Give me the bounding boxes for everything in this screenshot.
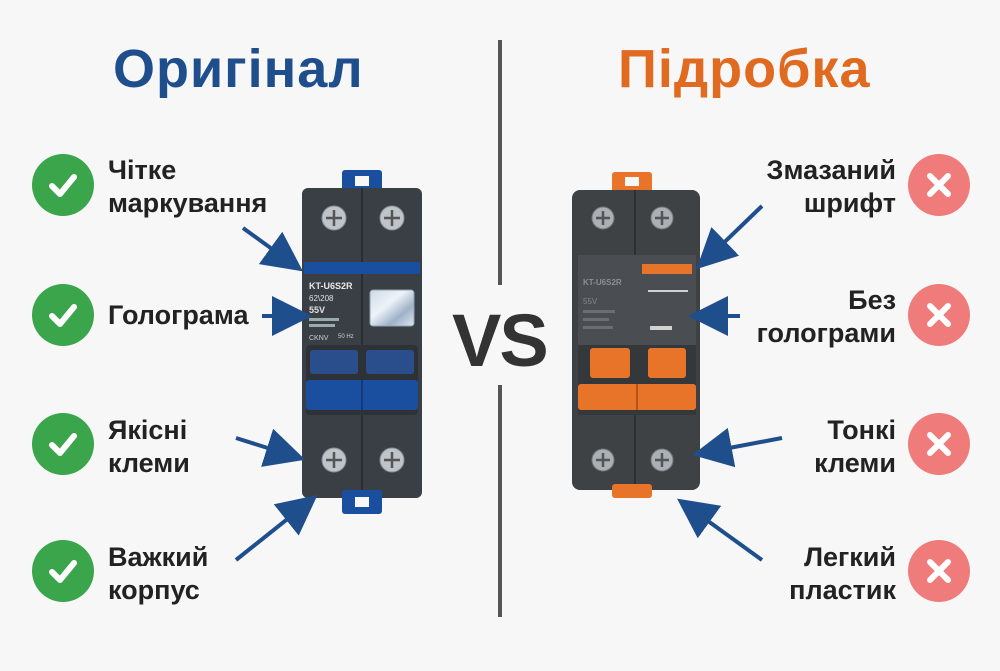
toggle-top (366, 350, 414, 374)
feature-smeared-font: Змазаний шрифт (767, 154, 896, 220)
model-text: KT-U6S2R (309, 281, 353, 291)
screw-slot (655, 453, 669, 467)
screw-slot (384, 210, 400, 226)
feature-line: пластик (789, 575, 896, 605)
smeared-spec-text: 55V (583, 297, 598, 306)
vs-label: VS (452, 299, 549, 382)
clip-hole (355, 176, 369, 186)
check-icon (32, 154, 94, 216)
feature-line: Важкий (108, 542, 209, 572)
check-icon (32, 284, 94, 346)
spec-line (309, 318, 339, 321)
feature-light-plastic: Легкий пластик (789, 541, 896, 607)
spec-text: 55V (309, 305, 325, 315)
clip-hole (625, 177, 639, 186)
marking-stripe (642, 264, 692, 274)
feature-quality-terminals: Якісні клеми (108, 414, 190, 480)
feature-line: голограми (756, 318, 896, 348)
spec-text: 62\208 (309, 294, 334, 303)
hologram (369, 289, 415, 327)
feature-line: Легкий (804, 542, 896, 572)
divider-top (498, 40, 502, 285)
arrow-terminals (235, 428, 306, 467)
feature-heavy-case: Важкий корпус (108, 541, 208, 607)
screw-slot (596, 453, 610, 467)
blank-mark (650, 326, 672, 330)
feature-line: Тонкі (827, 415, 896, 445)
spec-line (309, 324, 335, 327)
check-icon (32, 413, 94, 475)
feature-line: шрифт (803, 188, 896, 218)
original-title: Оригінал (113, 39, 364, 99)
feature-no-hologram: Без голограми (757, 284, 896, 350)
feature-line: Голограма (108, 300, 249, 330)
feature-line: Змазаний (766, 155, 896, 185)
feature-thin-terminals: Тонкі клеми (814, 414, 896, 480)
fake-breaker: KT-U6S2R 55V (572, 172, 700, 498)
feature-line: Якісні (108, 415, 188, 445)
toggle-top (590, 348, 630, 378)
screw-slot (326, 452, 342, 468)
feature-line: корпус (108, 575, 200, 605)
check-icon (32, 540, 94, 602)
clip-hole (355, 497, 369, 507)
original-breaker: KT-U6S2R 62\208 55V CKNV 50 Hz (302, 170, 422, 514)
cross-icon (908, 413, 970, 475)
arrow-marking (241, 226, 303, 272)
spec-line (583, 318, 609, 321)
feature-line: клеми (814, 448, 896, 478)
bottom-clip (612, 484, 652, 498)
blank-mark (648, 290, 688, 292)
feature-line: клеми (108, 448, 190, 478)
spec-text: 50 Hz (338, 334, 354, 340)
cross-icon (908, 154, 970, 216)
fake-title: Підробка (618, 39, 871, 99)
cross-icon (908, 540, 970, 602)
spec-line (583, 326, 613, 329)
toggle-top (310, 350, 358, 374)
spec-text: CKNV (309, 335, 329, 342)
marking-stripe (304, 262, 420, 274)
toggle-top (648, 348, 686, 378)
feature-line: Без (848, 285, 896, 315)
feature-line: маркування (108, 188, 268, 218)
divider-bottom (498, 385, 502, 617)
screw-slot (655, 211, 669, 225)
screw-slot (326, 210, 342, 226)
feature-line: Чітке (108, 155, 177, 185)
arrow-light-plastic (677, 498, 764, 562)
arrow-thin-terminals (692, 427, 783, 468)
feature-clear-marking: Чітке маркування (108, 154, 267, 220)
arrow-smeared-font (696, 204, 764, 270)
smeared-model-text: KT-U6S2R (583, 278, 622, 287)
screw-slot (596, 211, 610, 225)
spec-line (583, 310, 615, 313)
screw-slot (384, 452, 400, 468)
arrow-case (234, 495, 318, 562)
feature-hologram: Голограма (108, 299, 248, 332)
cross-icon (908, 284, 970, 346)
